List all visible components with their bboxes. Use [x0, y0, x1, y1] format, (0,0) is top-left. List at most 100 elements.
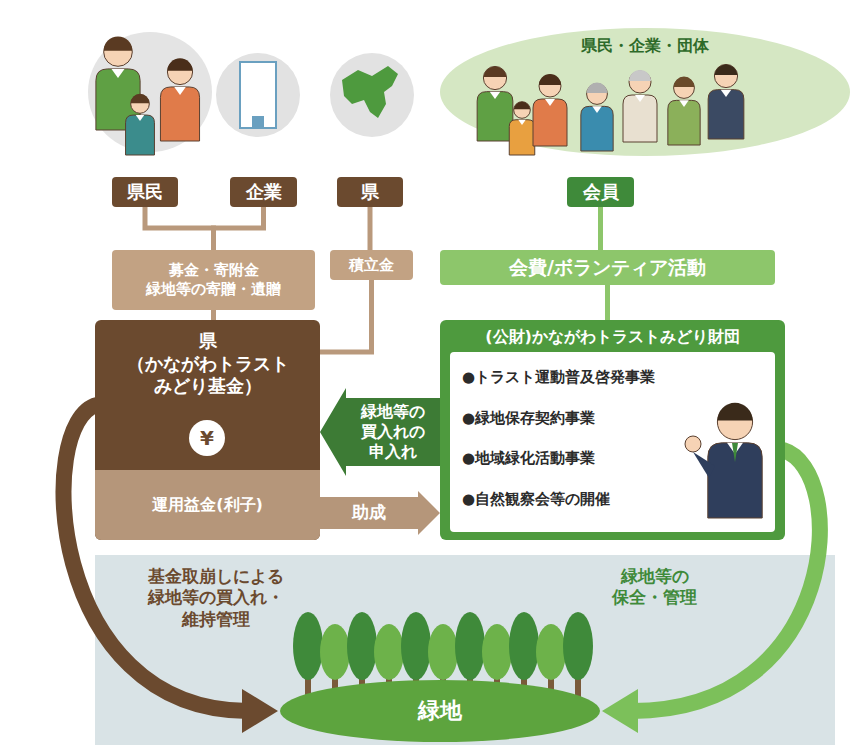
- person-head: [587, 84, 608, 105]
- group-ellipse: 県民・企業・団体: [440, 28, 850, 153]
- staff-illustration: [675, 382, 775, 532]
- node-text: 会費/ボランティア活動: [509, 256, 706, 280]
- bullet-item: ●緑地保存契約事業: [462, 409, 595, 429]
- greenland-ellipse: 緑地: [280, 680, 600, 742]
- node-text: 企業: [246, 181, 282, 204]
- person-hair: [131, 94, 150, 103]
- connector: [370, 207, 371, 250]
- node-text: 緑地: [418, 697, 462, 725]
- building-door: [252, 116, 264, 128]
- tree-crown: [320, 624, 350, 680]
- tree-crown: [401, 612, 431, 680]
- tree-crown: [509, 612, 539, 680]
- person-collar: [518, 120, 526, 125]
- person-collar: [174, 87, 186, 95]
- kanagawa-map: [342, 66, 398, 118]
- person-body: [477, 92, 513, 141]
- reserve-box: 積立金: [330, 250, 413, 280]
- person-head: [483, 66, 506, 89]
- bullet-item: ●地域緑化活動事業: [462, 449, 595, 469]
- person-hair: [587, 83, 608, 93]
- connector-line: [598, 207, 603, 250]
- bullet-item: ●トラスト運動普及啓発事業: [462, 368, 655, 388]
- node-text: ¥: [200, 426, 214, 451]
- node-text: 県民: [127, 181, 163, 204]
- node-text: 運用益金(利子): [152, 495, 263, 515]
- connector: [607, 285, 608, 320]
- person-collar: [721, 90, 732, 97]
- person-hair: [483, 66, 506, 77]
- interest-box: 運用益金(利子): [95, 470, 320, 540]
- person-collar: [679, 100, 689, 107]
- connector-line: [211, 310, 216, 320]
- person-hair: [539, 74, 561, 85]
- raised-arm: [693, 452, 715, 478]
- connector-label: 助成: [352, 502, 386, 523]
- person-head: [514, 102, 531, 119]
- foundation-panel: ●トラスト運動普及啓発事業 ●緑地保存契約事業 ●地域緑化活動事業 ●自然観察会等の開…: [450, 352, 775, 532]
- person-collar: [635, 95, 645, 102]
- bullet-item: ●自然観察会等の開催: [462, 490, 610, 510]
- node-text: 県: [361, 181, 379, 204]
- person-hair: [717, 403, 752, 421]
- person-head: [714, 64, 737, 87]
- person-body: [708, 443, 762, 518]
- person-head: [131, 95, 150, 114]
- foundation-box: (公財)かながわトラストみどり財団●トラスト運動普及啓発事業●緑地保存契約事業●…: [440, 320, 785, 540]
- request-arrow: [320, 388, 440, 476]
- tree-crown: [428, 624, 458, 680]
- tie: [732, 443, 738, 462]
- company-circle: [216, 53, 300, 137]
- yen-circle: ¥: [189, 420, 225, 456]
- member-tag: 会員: [567, 177, 634, 207]
- tree-crown: [536, 624, 566, 680]
- source-tag: 県民: [112, 177, 178, 207]
- connector: [320, 491, 440, 535]
- connector: [600, 207, 601, 250]
- person-hair: [104, 36, 133, 50]
- person-body: [708, 90, 744, 139]
- connector: [213, 310, 214, 320]
- group-ellipse-shape: [440, 28, 850, 156]
- box-heading: (公財)かながわトラストみどり財団: [485, 327, 740, 347]
- tree-crown: [347, 612, 377, 680]
- tree-crown: [293, 612, 323, 680]
- fee-box: 会費/ボランティア活動: [440, 250, 775, 285]
- node-text: 積立金: [349, 256, 394, 275]
- connector-line: [320, 280, 372, 352]
- person-body: [533, 99, 567, 146]
- building-icon: [240, 62, 276, 128]
- connector-line: [145, 207, 214, 250]
- person-hair: [514, 102, 531, 109]
- person-body: [509, 120, 535, 155]
- source-tag: 企業: [230, 177, 297, 207]
- connector-line: [214, 207, 264, 250]
- node-subtext: （かながわトラスト みどり基金）: [127, 353, 289, 398]
- person-head: [629, 71, 651, 93]
- connector-label: 緑地等の 保全・管理: [612, 566, 697, 609]
- node-text: 募金・寄附金 緑地等の寄贈・遺贈: [146, 261, 281, 299]
- grant-arrow: [320, 491, 440, 535]
- tree-crown: [482, 624, 512, 680]
- person-body: [126, 115, 155, 155]
- connector-label: 基金取崩しによる 緑地等の買入れ・ 維持管理: [148, 566, 284, 630]
- arrow-head: [602, 689, 638, 733]
- person-collar: [136, 115, 145, 121]
- person-body: [160, 87, 199, 141]
- node-text: 会員: [583, 181, 619, 204]
- connector-label: 緑地等の 買入れの 申入れ: [361, 402, 425, 462]
- raised-hand: [685, 436, 701, 452]
- tree-crown: [455, 612, 485, 680]
- person-body: [623, 95, 657, 142]
- node-text: 県民・企業・団体: [581, 36, 709, 56]
- node-text: 県: [199, 330, 217, 353]
- fund-box: 県（かながわトラスト みどり基金） ¥ 運用益金(利子): [95, 320, 320, 540]
- person-body: [668, 100, 700, 145]
- person-collar: [592, 106, 602, 113]
- connector: [214, 207, 264, 250]
- connector-line: [368, 207, 373, 250]
- connector: [145, 207, 214, 250]
- arrow-head: [242, 689, 278, 733]
